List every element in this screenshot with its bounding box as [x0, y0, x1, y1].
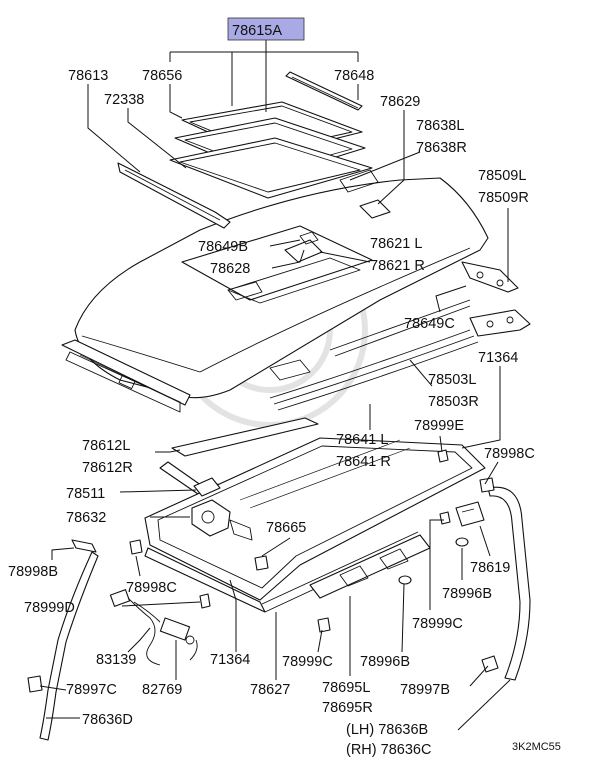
assembly-highlight — [227, 17, 305, 41]
label-part: 78511 — [66, 486, 105, 502]
label-part: 78999C — [282, 654, 333, 670]
side-brackets — [461, 261, 531, 337]
label-part: 78695L — [322, 680, 370, 696]
label-part: 78996B — [360, 654, 410, 670]
label-part: 78665 — [266, 520, 306, 536]
drain-hoses — [27, 477, 531, 741]
label-part: 78612R — [82, 460, 133, 476]
label-part: 78621 R — [370, 258, 425, 274]
label-part: 78999D — [24, 600, 75, 616]
label-assembly: 78615A — [232, 23, 282, 39]
label-part: 78649B — [198, 239, 248, 255]
label-part: 71364 — [210, 652, 250, 668]
label-part: 78621 L — [370, 236, 422, 252]
wiring-harness — [109, 589, 198, 666]
label-part: 83139 — [96, 652, 136, 668]
label-part: 78638R — [416, 140, 467, 156]
label-part: 78641 L — [336, 432, 388, 448]
label-part: 78656 — [142, 68, 182, 84]
label-part: 78503R — [428, 394, 479, 410]
roof-panel — [61, 177, 489, 413]
drive-cables — [269, 329, 479, 411]
label-part: 78997B — [400, 682, 450, 698]
label-part: 78503L — [428, 372, 476, 388]
label-part: 72338 — [104, 92, 144, 108]
hardware — [129, 449, 485, 633]
figure-code: 3K2MC55 — [512, 741, 561, 753]
label-part: 78998C — [484, 446, 535, 462]
label-part: 78998C — [126, 580, 177, 596]
label-part: 78627 — [250, 682, 290, 698]
label-part: 78997C — [66, 682, 117, 698]
label-part: 78641 R — [336, 454, 391, 470]
label-part: 78998B — [8, 564, 58, 580]
leader-lines — [39, 40, 511, 731]
label-part: 78636D — [82, 712, 133, 728]
label-part: (RH) 78636C — [346, 742, 431, 758]
label-part: 78628 — [210, 261, 250, 277]
label-part: 78695R — [322, 700, 373, 716]
label-part: 78619 — [470, 560, 510, 576]
label-part: 82769 — [142, 682, 182, 698]
label-part: 78999C — [412, 616, 463, 632]
label-part: 78996B — [442, 586, 492, 602]
label-part: 71364 — [478, 350, 518, 366]
label-part: 78509L — [478, 168, 526, 184]
motor-assembly — [191, 477, 253, 541]
label-part: 78638L — [416, 118, 464, 134]
label-part: 78629 — [380, 94, 420, 110]
label-part: 78612L — [82, 438, 130, 454]
label-part: 78999E — [414, 418, 464, 434]
label-part: 78649C — [404, 316, 455, 332]
label-part: (LH) 78636B — [346, 722, 428, 738]
label-part: 78632 — [66, 510, 106, 526]
label-part: 78613 — [68, 68, 108, 84]
part-labels: 78615A 78613 78656 78648 72338 78629 786… — [8, 17, 561, 758]
label-part: 78509R — [478, 190, 529, 206]
label-part: 78648 — [334, 68, 374, 84]
glass-panel-assembly — [117, 71, 391, 301]
